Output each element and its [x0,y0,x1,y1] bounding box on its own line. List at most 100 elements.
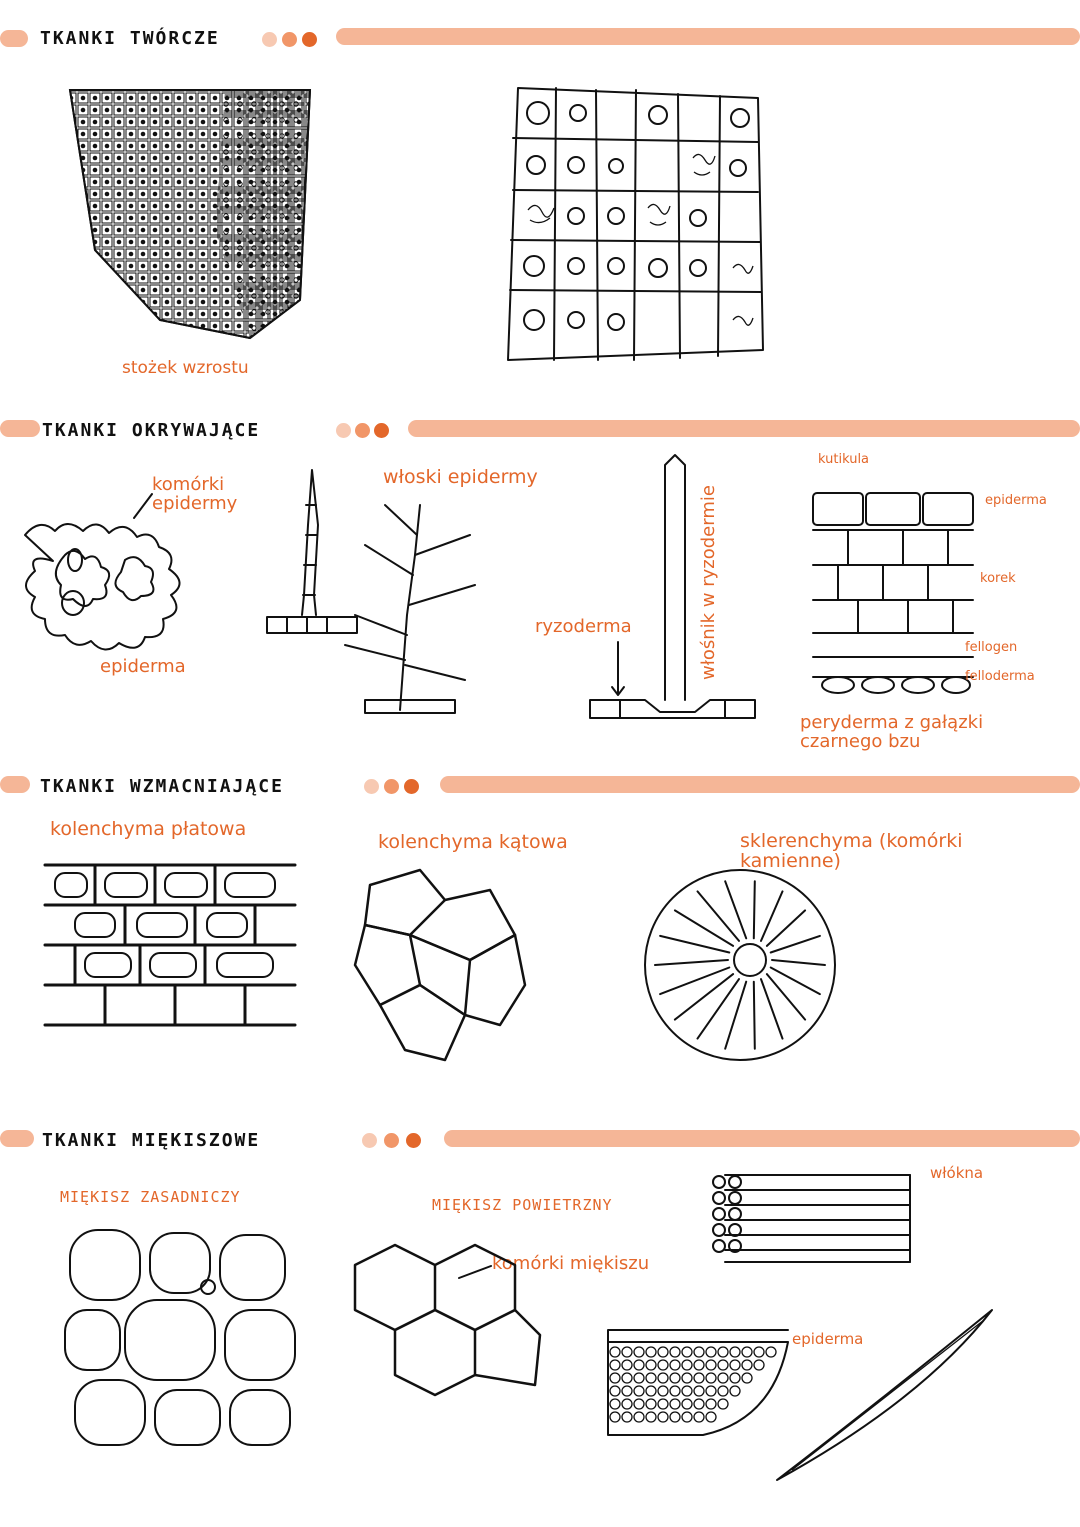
parenchyma-cell [681,1346,693,1358]
sclerenchyma-drawing [644,869,836,1061]
parenchyma-cell [657,1398,669,1410]
parenchyma-cell [729,1346,741,1358]
parenchyma-cell [681,1359,693,1371]
parenchyma-cell [633,1359,645,1371]
parenchyma-cell [657,1411,669,1423]
header-bar-left [0,776,30,793]
parenchyma-cell [705,1398,717,1410]
label-felloderma: felloderma [965,669,1035,684]
parenchyma-cell [729,1372,741,1384]
parenchyma-cell [645,1385,657,1397]
simple-hair-drawing [266,469,358,634]
section-title-miekiszowe: TKANKI MIĘKISZOWE [42,1130,261,1151]
parenchyma-cell [681,1372,693,1384]
header-dot [406,1133,421,1148]
parenchyma-cell [681,1398,693,1410]
pit-canal [696,978,740,1040]
parenchyma-cell [717,1385,729,1397]
pointer-line [458,1265,492,1279]
header-dot [384,779,399,794]
parenchyma-cell [633,1385,645,1397]
label-komorki-epidermy: komórki epidermy [152,474,238,514]
pit-canal [760,890,784,942]
parenchyma-cell [753,1346,765,1358]
parenchyma-cell [705,1359,717,1371]
pointer-line [133,493,153,519]
pit-canal [673,909,735,947]
parenchyma-cell [717,1372,729,1384]
parenchyma-cell [621,1359,633,1371]
parenchyma-cell [645,1372,657,1384]
angular-collenchyma-drawing [353,868,527,1062]
label-wloski-epidermy: włoski epidermy [383,466,538,488]
pit-canal [724,880,748,940]
parenchyma-cell [645,1346,657,1358]
branched-hair-drawing [344,504,476,714]
label-komorki-miekiszu: komórki miękiszu [492,1253,650,1274]
label-ryzoderma: ryzoderma [535,616,632,637]
label-epiderma-right: epiderma [985,493,1047,508]
parenchyma-cell [645,1398,657,1410]
pit-canal [760,978,784,1040]
needle-fiber-drawing [776,1309,993,1481]
parenchyma-cell [609,1385,621,1397]
parenchyma-cell [657,1385,669,1397]
label-wlosnik: włośnik w ryzodermie [698,485,719,680]
header-bar-left [0,1130,34,1147]
parenchyma-cell [657,1359,669,1371]
parenchyma-cell [609,1411,621,1423]
parenchyma-cell [705,1385,717,1397]
parenchyma-cell [633,1411,645,1423]
parenchyma-cell [717,1398,729,1410]
parenchyma-cell [669,1372,681,1384]
header-dot [336,423,351,438]
header-dot [362,1133,377,1148]
pit-canal [752,980,756,1050]
parenchyma-cell [765,1346,777,1358]
parenchyma-cell [621,1346,633,1358]
lamellar-collenchyma-drawing [43,863,297,1027]
pit-canal [724,980,748,1050]
parenchyma-cell [705,1346,717,1358]
label-fellogen: fellogen [965,640,1018,655]
label-kolenchyma-katowa: kolenchyma kątowa [378,831,568,853]
label-miekisz-zasadniczy: MIĘKISZ ZASADNICZY [60,1188,241,1206]
parenchyma-cell [693,1359,705,1371]
parenchyma-cell [717,1346,729,1358]
header-dot [374,423,389,438]
parenchyma-cell [705,1372,717,1384]
label-kolenchyma-platowa: kolenchyma płatowa [50,818,247,840]
pointer-arrow [611,641,625,696]
aerenchyma-drawing [353,1243,542,1397]
epidermis-cells-drawing [24,523,181,651]
label-sklerenchyma: sklerenchyma (komórki kamienne) [740,830,963,872]
parenchyma-cell [645,1411,657,1423]
parenchyma-cell [693,1385,705,1397]
parenchyma-cell [633,1346,645,1358]
section-title-tworcze: TKANKI TWÓRCZE [40,28,220,49]
parenchyma-cell [741,1372,753,1384]
ground-parenchyma-drawing [64,1229,296,1446]
parenchyma-cell [633,1398,645,1410]
label-epiderma: epiderma [100,656,186,677]
parenchyma-cell [693,1346,705,1358]
parenchyma-cell [621,1398,633,1410]
growth-cone-drawing [68,89,312,340]
parenchyma-cell [681,1411,693,1423]
header-bar-left [0,30,28,47]
header-dot [282,32,297,47]
parenchyma-cell [621,1385,633,1397]
parenchyma-cell [669,1359,681,1371]
pit-canal [765,973,807,1021]
section-title-okrywajace: TKANKI OKRYWAJĄCE [42,420,261,441]
parenchyma-cell [669,1385,681,1397]
header-bar-left [0,420,40,437]
header-dot [355,423,370,438]
parenchyma-cell [693,1372,705,1384]
header-dot [404,779,419,794]
header-dot [262,32,277,47]
parenchyma-cell [609,1372,621,1384]
parenchyma-cell [741,1359,753,1371]
label-wlokna: włókna [930,1164,984,1182]
parenchyma-cell [621,1372,633,1384]
